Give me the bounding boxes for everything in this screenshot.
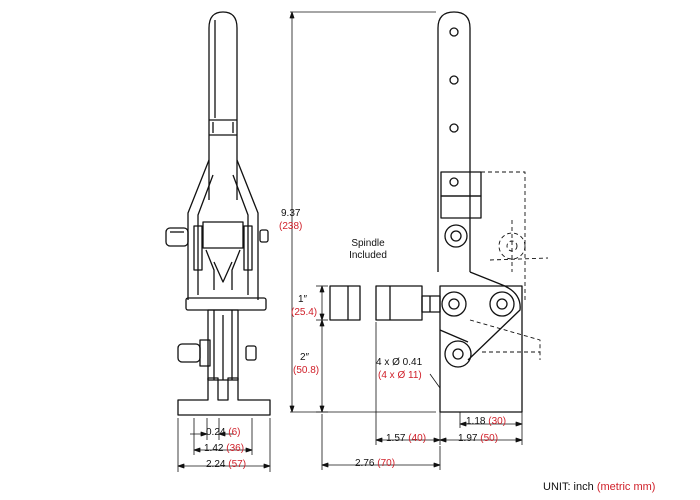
dim-slot-spacing-mm: (36)	[226, 443, 245, 454]
side-view	[329, 11, 549, 413]
dim-height-mm: (238)	[279, 221, 303, 232]
dim-height-inch: 9.37	[281, 208, 301, 219]
side-dimensions	[289, 11, 523, 470]
front-handle	[208, 11, 238, 200]
unit-note: UNIT: inch (metric mm)	[543, 481, 656, 493]
dim-spindle-hole-inch: 1.57 (40)	[386, 433, 427, 444]
dim-hole-edge-inch: 1.97 (50)	[458, 433, 499, 444]
dim-slot-width-inch: 0.24 (6)	[206, 427, 241, 438]
dim-base-depth-mm: (70)	[377, 458, 396, 469]
dim-spindle-width-inch: 1″	[298, 294, 308, 305]
front-dimensions	[177, 418, 271, 472]
dim-base-right-inch: 1.18 (30)	[466, 416, 507, 427]
dim-base-right-mm: (30)	[488, 416, 507, 427]
side-handle	[437, 11, 471, 272]
dim-slot-spacing-inch: 1.42 (36)	[204, 443, 245, 454]
dim-hole-edge-mm: (50)	[480, 433, 499, 444]
dim-spindle-width-mm: (25.4)	[291, 307, 318, 318]
dim-holes-inch: 4 x Ø 0.41	[376, 357, 423, 368]
spindle-label-1: Spindle	[351, 238, 385, 249]
dim-base-width-inch: 2.24 (57)	[206, 459, 247, 470]
spindle-label-2: Included	[349, 250, 387, 261]
dim-spindle-hole-mm: (40)	[408, 433, 427, 444]
dim-slot-width-mm: (6)	[228, 427, 241, 438]
dim-spindle-height-inch: 2″	[300, 352, 310, 363]
unit-note-metric: (metric mm)	[596, 481, 656, 493]
dim-spindle-height-mm: (50.8)	[293, 365, 320, 376]
dim-holes-mm: (4 x Ø 11)	[378, 370, 422, 381]
front-view	[165, 11, 271, 416]
dim-base-depth-inch: 2.76 (70)	[355, 458, 396, 469]
dim-base-width-mm: (57)	[228, 459, 247, 470]
